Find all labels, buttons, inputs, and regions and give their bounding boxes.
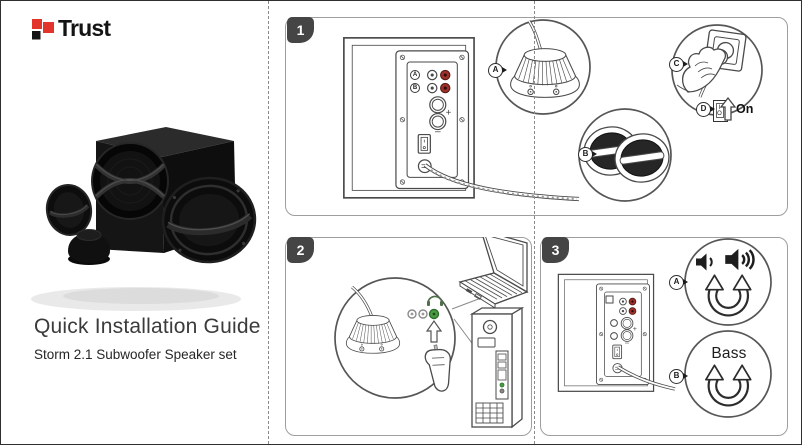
- step-1-diagram: [343, 19, 763, 202]
- volume-rotate-circle: [684, 238, 772, 326]
- callout-d: D: [696, 102, 715, 117]
- laptop-drawing: [458, 237, 529, 309]
- subwoofer-rear-drawing-small: [557, 273, 676, 392]
- page-subtitle: Storm 2.1 Subwoofer Speaker set: [34, 347, 237, 362]
- callout-a: A: [488, 63, 507, 78]
- audio-ports: [407, 308, 440, 320]
- callout-b: B: [578, 147, 597, 162]
- connection-closeup: [334, 277, 456, 399]
- step-3-diagram: [557, 238, 772, 418]
- pc-audio-port-green: [499, 382, 505, 388]
- step-2-badge: 2: [287, 237, 314, 263]
- product-photo: [31, 127, 257, 311]
- trust-logo: Trust: [30, 15, 111, 42]
- satellite-speakers-closeup: [578, 108, 672, 202]
- trust-logo-mark: [32, 18, 54, 39]
- callout-a-step3: A: [669, 275, 688, 290]
- callout-c: C: [669, 57, 688, 72]
- volume-pod-photo: [68, 229, 110, 265]
- callout-b-step3: B: [669, 369, 688, 384]
- volume-pod-closeup: [495, 19, 591, 115]
- trust-brand-text: Trust: [58, 15, 111, 41]
- step-3-badge: 3: [542, 237, 569, 263]
- switch-on-label: On: [736, 102, 754, 116]
- hand-with-jack: [424, 344, 451, 392]
- up-arrow-icon: [425, 319, 443, 343]
- step-1-badge: 1: [287, 17, 314, 43]
- headset-icon: [427, 295, 443, 306]
- step-2-diagram: [334, 237, 529, 429]
- switch-up-arrow-icon: [720, 96, 736, 121]
- bass-label: Bass: [711, 345, 747, 362]
- left-satellite-photo: [45, 184, 93, 236]
- page-title: Quick Installation Guide: [34, 315, 261, 338]
- right-satellite-photo: [161, 176, 257, 264]
- subwoofer-rear-drawing: [343, 37, 580, 202]
- fold-line-right: [534, 1, 535, 444]
- power-plug-closeup: [671, 24, 763, 116]
- bass-rotate-circle: [684, 330, 772, 418]
- fold-line-left: [268, 1, 269, 444]
- switch-i-label: I: [718, 104, 721, 111]
- rear-callout-a: A: [410, 70, 420, 80]
- hand-drawing: [676, 46, 727, 93]
- switch-o-label: O: [717, 110, 722, 117]
- rear-callout-b: B: [410, 83, 420, 93]
- desktop-pc-drawing: [469, 306, 525, 429]
